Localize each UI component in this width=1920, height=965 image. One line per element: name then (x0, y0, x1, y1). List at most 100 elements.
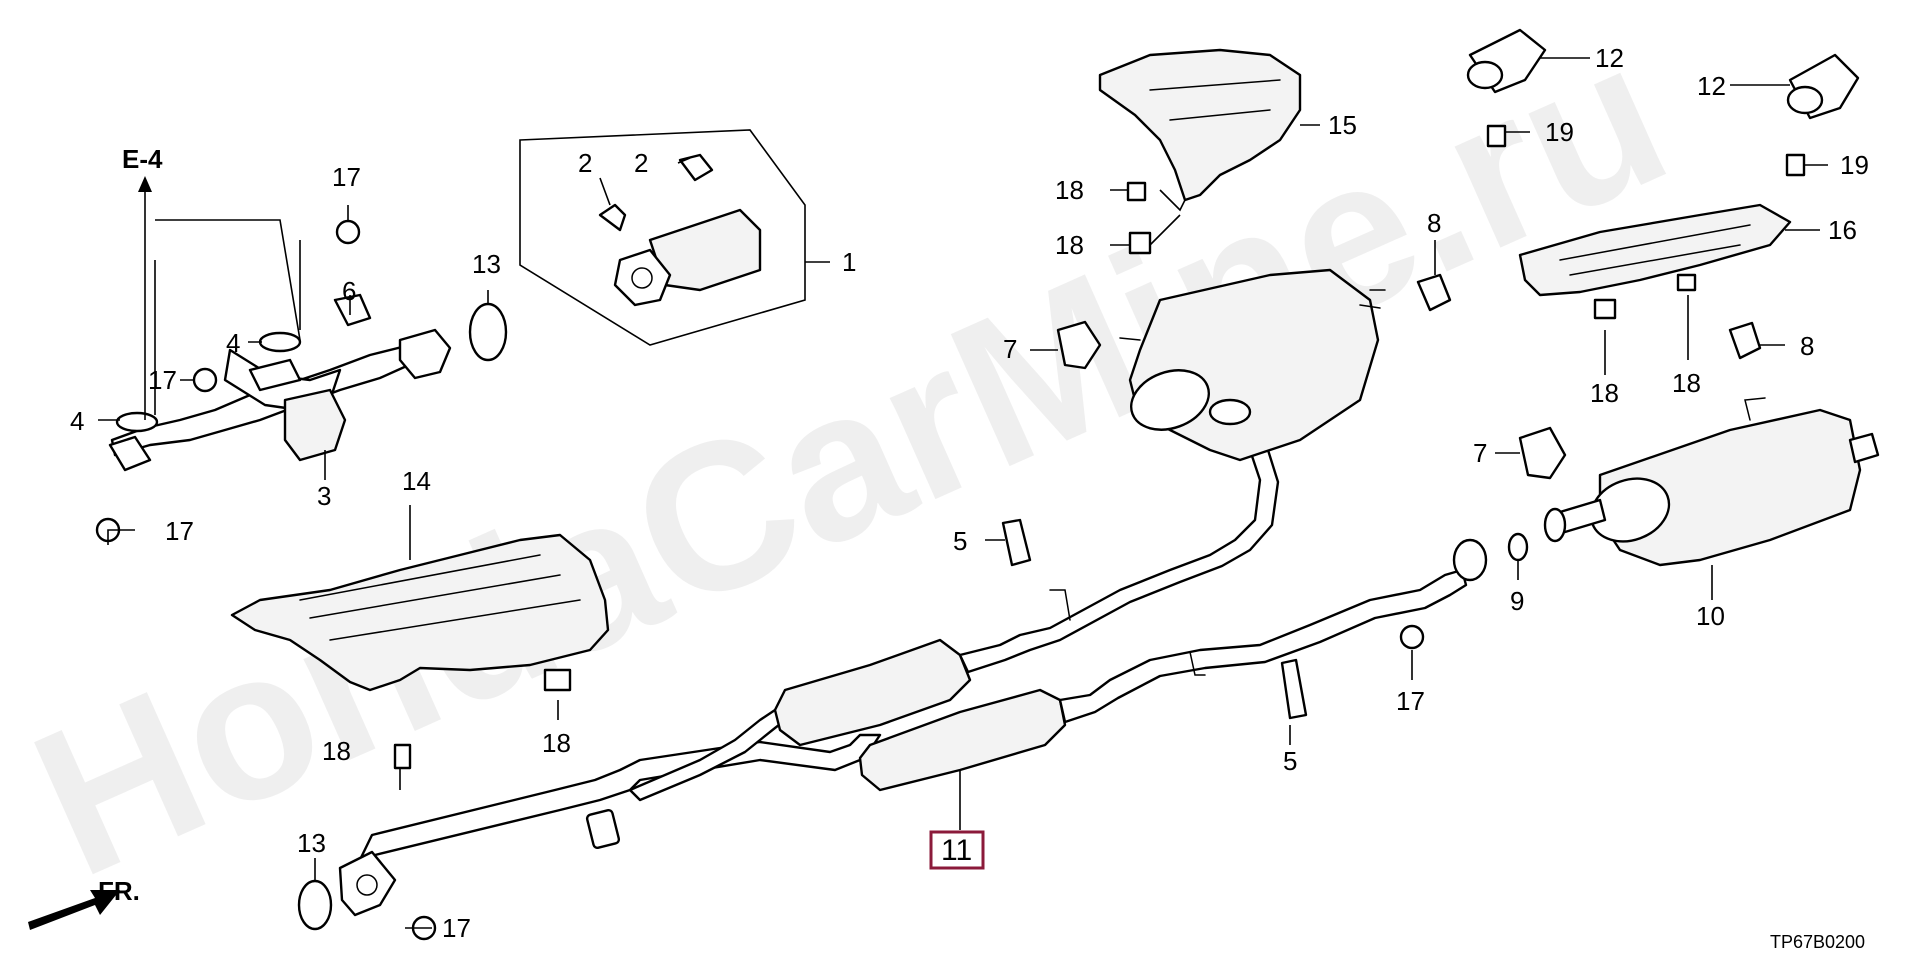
heat-shield-16 (1518, 203, 1792, 297)
gasket-13-lower (297, 879, 333, 931)
callout-13-lower: 13 (297, 828, 326, 858)
bracket-8-upper (1416, 273, 1452, 312)
resonator-lower (858, 688, 1067, 792)
heat-shield-14 (230, 533, 610, 692)
callout-7-right: 7 (1473, 438, 1487, 468)
resonator-upper (773, 638, 972, 747)
bolt-18-shield14-a (393, 743, 412, 770)
hanger-rod-right (1189, 651, 1206, 676)
callout-15: 15 (1328, 110, 1357, 140)
callout-18-shield16-a: 18 (1590, 378, 1619, 408)
callout-17-mid: 17 (148, 365, 177, 395)
muffler-left-inlet (1130, 369, 1210, 431)
pipe-clamp (585, 809, 621, 849)
exhaust-tip-12-right-end (1786, 85, 1824, 115)
front-marker: FR. (98, 876, 140, 906)
converter-1-flange-hole (631, 267, 653, 289)
callout-14: 14 (402, 466, 431, 496)
front-pipe-3-converter (283, 388, 347, 462)
callout-4-right: 4 (226, 328, 240, 358)
front-pipe-3 (108, 328, 452, 472)
callout-12-left: 12 (1595, 43, 1624, 73)
section-ref-arrow-head (138, 176, 152, 192)
pipe-to-right-muffler (1058, 568, 1468, 724)
callout-17-bottom: 17 (442, 913, 471, 943)
exhaust-tip-12-left-end (1466, 60, 1504, 90)
flange-hole (356, 874, 378, 896)
watermark: HondaCarMine.ru (3, 0, 1697, 921)
nut-17-right (1399, 624, 1425, 650)
front-pipe-3-flange-mid (248, 358, 302, 392)
callout-9: 9 (1510, 586, 1524, 616)
callout-18-shield15-b: 18 (1055, 230, 1084, 260)
callout-2-left: 2 (578, 148, 592, 178)
converter-1-flange (613, 248, 672, 307)
callout-13-upper: 13 (472, 249, 501, 279)
pipe-front-section (353, 733, 882, 872)
bolt-2-left (598, 203, 627, 232)
callout-1: 1 (842, 247, 856, 277)
callout-5-lower: 5 (1283, 746, 1297, 776)
nut-17-top (335, 219, 361, 245)
callout-5-upper: 5 (953, 526, 967, 556)
heat-shield-15 (1098, 48, 1302, 202)
gasket-4-right (258, 331, 302, 353)
bracket-8-lower (1728, 321, 1762, 360)
callout-8-upper: 8 (1427, 208, 1441, 238)
callout-6: 6 (342, 276, 356, 306)
callout-18-shield14-a: 18 (322, 736, 351, 766)
gasket-4-left (115, 411, 159, 433)
muffler-left (1119, 268, 1386, 462)
callout-11-highlight-box (929, 830, 985, 870)
hanger-5-lower (1280, 658, 1308, 720)
bolt-18-shield15-b (1128, 231, 1152, 255)
muffler-right-inlet-end (1543, 507, 1567, 543)
heat-shield-16-ribs (1559, 224, 1751, 276)
muffler-left-brackets (1119, 289, 1386, 341)
section-ref-e4[interactable]: E-4 (122, 144, 163, 174)
callout-7-left: 7 (1003, 334, 1017, 364)
callout-10: 10 (1696, 601, 1725, 631)
callout-12-right: 12 (1697, 71, 1726, 101)
leader-lines (98, 57, 1828, 929)
catalytic-converter-1 (519, 129, 806, 346)
callout-3: 3 (317, 481, 331, 511)
bolt-18-shield15-a (1126, 181, 1147, 202)
converter-1-group-outline (519, 129, 806, 346)
muffler-right-outlet (1848, 432, 1880, 464)
gasket-13-upper (468, 302, 508, 362)
bracket-7-right (1518, 426, 1567, 480)
bracket-7-left (1056, 320, 1102, 370)
front-pipe-3-flange-left (108, 435, 152, 472)
callout-19-left: 19 (1545, 117, 1574, 147)
callout-19-right: 19 (1840, 150, 1869, 180)
heat-shield-14-ribs (299, 554, 581, 641)
muffler-right (1543, 397, 1880, 567)
heat-shield-15-body (1098, 48, 1302, 202)
nut-17-mid (192, 367, 218, 393)
main-exhaust-pipe (338, 378, 1468, 917)
callout-8-lower: 8 (1800, 331, 1814, 361)
pipe-flange-right (1452, 538, 1488, 582)
heat-shield-14-body (230, 533, 610, 692)
bolt-19-right (1785, 153, 1806, 177)
reference-code: TP67B0200 (1770, 932, 1865, 952)
bolt-18-shield14-b (543, 668, 572, 692)
callout-16: 16 (1828, 215, 1857, 245)
bolt-19-left (1486, 124, 1507, 148)
front-arrow-icon (28, 890, 120, 930)
callout-11: 11 (941, 834, 972, 867)
gasket-9 (1507, 532, 1529, 562)
callout-17-left: 17 (165, 516, 194, 546)
muffler-left-outlet (1208, 398, 1252, 426)
hanger-6 (333, 293, 372, 327)
bolt-18-shield16-b (1676, 273, 1697, 292)
callout-2-right: 2 (634, 148, 648, 178)
muffler-right-bracket (1744, 397, 1766, 421)
bolt-2-right (678, 153, 714, 182)
front-flange (338, 850, 397, 917)
callout-18-shield14-b: 18 (542, 728, 571, 758)
heat-shield-15-ribs (1149, 79, 1281, 121)
